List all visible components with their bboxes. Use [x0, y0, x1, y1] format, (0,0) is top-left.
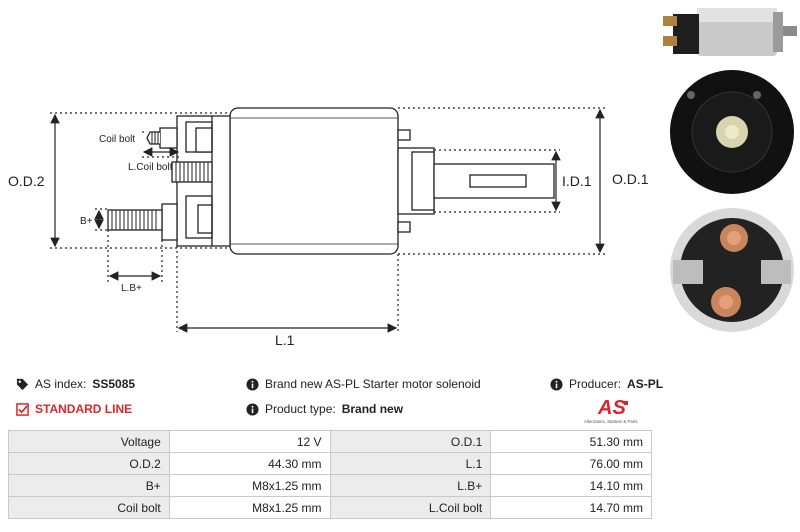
- spec-label: L.Coil bolt: [329, 496, 492, 519]
- spec-value: 44.30 mm: [168, 452, 331, 475]
- info-icon: [550, 377, 563, 391]
- table-row: Coil bolt M8x1.25 mm L.Coil bolt 14.70 m…: [8, 496, 652, 519]
- label-coil-bolt: Coil bolt: [99, 134, 135, 145]
- as-index-label: AS index:: [35, 377, 87, 391]
- producer-label: Producer:: [569, 377, 622, 391]
- photo-terminal-view: [670, 208, 794, 332]
- product-type-value: Brand new: [341, 402, 404, 416]
- label-lb: L.B+: [121, 283, 142, 294]
- spec-value: 12 V: [168, 430, 331, 453]
- info-icon: [246, 402, 259, 416]
- svg-text:AS: AS: [597, 397, 626, 419]
- photo-front-view: [670, 70, 794, 194]
- spec-value: M8x1.25 mm: [168, 474, 331, 497]
- description: Brand new AS-PL Starter motor solenoid: [246, 377, 481, 391]
- label-od2: O.D.2: [8, 173, 45, 189]
- label-id1: I.D.1: [562, 173, 592, 189]
- spec-label: Coil bolt: [8, 496, 170, 519]
- as-index-value: SS5085: [92, 377, 136, 391]
- producer: Producer: AS-PL: [550, 377, 663, 391]
- as-index: AS index: SS5085: [16, 377, 135, 391]
- table-row: O.D.2 44.30 mm L.1 76.00 mm: [8, 452, 652, 475]
- checkbox-checked-icon: [16, 402, 29, 416]
- label-l1: L.1: [275, 332, 295, 348]
- producer-value: AS-PL: [627, 377, 664, 391]
- as-pl-logo: AS Alternators, Starters & Parts: [584, 397, 638, 424]
- spec-value: 76.00 mm: [490, 452, 652, 475]
- spec-label: O.D.2: [8, 452, 170, 475]
- spec-label: O.D.1: [329, 430, 492, 453]
- photo-side-view: [655, 0, 800, 68]
- label-od1: O.D.1: [612, 171, 649, 187]
- spec-value: 51.30 mm: [490, 430, 652, 453]
- solenoid-body: [229, 107, 399, 255]
- spec-value: 14.10 mm: [490, 474, 652, 497]
- spec-value: 14.70 mm: [490, 496, 652, 519]
- standard-line: STANDARD LINE: [16, 402, 132, 416]
- info-icon: [246, 377, 259, 391]
- spec-table: Voltage 12 V O.D.1 51.30 mm O.D.2 44.30 …: [8, 430, 652, 519]
- product-type-label: Product type:: [265, 402, 336, 416]
- label-lcoil-bolt: L.Coil bolt: [128, 162, 173, 173]
- label-bplus: B+: [80, 216, 93, 227]
- product-type: Product type: Brand new: [246, 402, 403, 416]
- table-row: B+ M8x1.25 mm L.B+ 14.10 mm: [8, 474, 652, 497]
- spec-label: L.B+: [329, 474, 492, 497]
- table-row: Voltage 12 V O.D.1 51.30 mm: [8, 430, 652, 453]
- technical-drawing: O.D.2 O.D.1 I.D.1 L.1 L.B+ B+ Coil bolt …: [8, 107, 649, 348]
- spec-label: Voltage: [8, 430, 170, 453]
- svg-text:Alternators, Starters & Parts: Alternators, Starters & Parts: [584, 419, 638, 424]
- spec-label: L.1: [329, 452, 492, 475]
- description-text: Brand new AS-PL Starter motor solenoid: [265, 377, 481, 391]
- tag-icon: [16, 378, 29, 390]
- spec-value: M8x1.25 mm: [168, 496, 331, 519]
- spec-label: B+: [8, 474, 170, 497]
- standard-line-text: STANDARD LINE: [35, 402, 133, 416]
